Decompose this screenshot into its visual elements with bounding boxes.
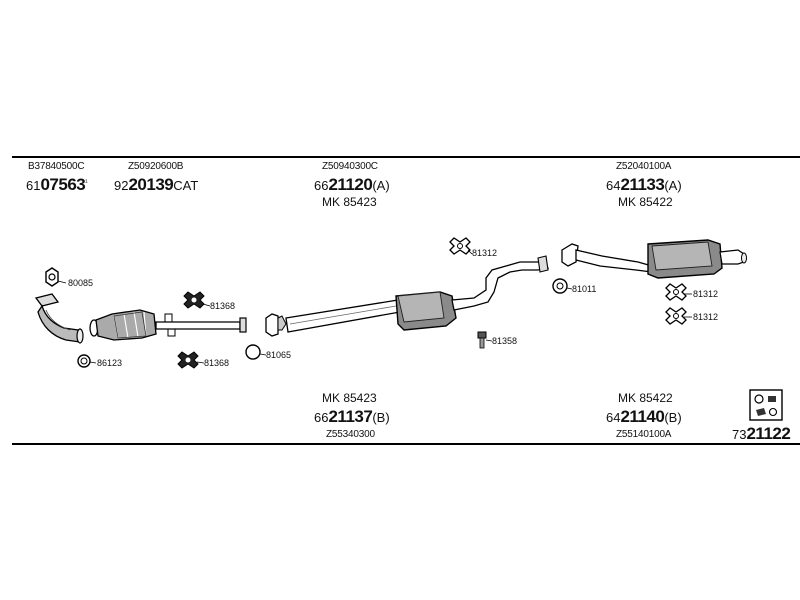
part-3-number: 6621120(A) [314, 176, 390, 193]
label-81011: 81011 [572, 284, 597, 294]
part-5-main-number: 21137 [328, 407, 373, 426]
part-7-main-number: 21122 [746, 424, 791, 443]
part-1-prefix: 61 [26, 178, 41, 193]
label-81358: 81358 [492, 336, 518, 346]
bolt-81358-icon[interactable] [477, 331, 487, 349]
part-4-prefix: 64 [606, 178, 621, 193]
part-5-number: 6621137(B) [314, 408, 390, 425]
part-4-mounting-kit: MK 85422 [618, 195, 673, 209]
label-81368-bottom: 81368 [204, 358, 230, 368]
part-4-suffix: (A) [664, 178, 682, 193]
part-2-main-number: 20139 [128, 175, 174, 194]
part-5-mounting-kit: MK 85423 [322, 391, 377, 405]
gasket-81011-icon[interactable] [552, 278, 568, 294]
gasket-81065-icon[interactable] [245, 344, 261, 360]
part-2-oem-number: Z50920600B [128, 161, 184, 172]
label-81312-rear-lower: 81312 [693, 312, 719, 322]
part-1-oem-number: B37840500C [28, 161, 85, 172]
part-2-prefix: 92 [114, 178, 129, 193]
label-81368-top: 81368 [210, 301, 236, 311]
rubber-hanger-81368-top-icon[interactable] [183, 291, 205, 309]
front-pipe-icon[interactable] [34, 293, 84, 344]
part-5-suffix: (B) [372, 410, 390, 425]
part-1-number: 6107563¹ [26, 176, 88, 193]
part-3-suffix: (A) [372, 178, 390, 193]
part-2-number: 9220139CAT [114, 176, 198, 193]
mounting-kit-box-icon[interactable] [749, 389, 783, 421]
part-2-suffix: CAT [173, 178, 199, 193]
part-6-number: 6421140(B) [606, 408, 682, 425]
part-3-prefix: 66 [314, 178, 329, 193]
part-6-prefix: 64 [606, 410, 621, 425]
rubber-hanger-81312-rear-upper-icon[interactable] [665, 283, 687, 301]
part-4-number: 6421133(A) [606, 176, 682, 193]
rubber-hanger-81312-rear-lower-icon[interactable] [665, 307, 687, 325]
catalytic-converter-icon[interactable] [89, 309, 247, 341]
part-1-main-number: 07563 [40, 175, 86, 194]
part-3-oem-number: Z50940300C [322, 161, 378, 172]
part-3-mounting-kit: MK 85423 [322, 195, 377, 209]
part-6-main-number: 21140 [620, 407, 665, 426]
part-5-oem-number: Z55340300 [326, 429, 375, 440]
part-4-main-number: 21133 [620, 175, 665, 194]
part-7-prefix: 73 [732, 427, 747, 442]
centre-silencer-icon[interactable] [265, 255, 550, 337]
part-3-main-number: 21120 [328, 175, 373, 194]
rear-silencer-icon[interactable] [561, 239, 747, 279]
gasket-86123-icon[interactable] [77, 354, 91, 368]
part-4-oem-number: Z52040100A [616, 161, 672, 172]
part-1-suffix: ¹ [85, 179, 88, 187]
part-6-oem-number: Z55140100A [616, 429, 672, 440]
label-81312-rear-upper: 81312 [693, 289, 719, 299]
label-81065: 81065 [266, 350, 292, 360]
label-80085: 80085 [68, 278, 94, 288]
part-7-number: 7321122 [732, 424, 791, 443]
part-6-mounting-kit: MK 85422 [618, 391, 673, 405]
label-86123: 86123 [97, 358, 123, 368]
gasket-80085-icon[interactable] [45, 267, 59, 287]
label-81312-centre: 81312 [472, 248, 498, 258]
part-5-prefix: 66 [314, 410, 329, 425]
rubber-hanger-81368-bottom-icon[interactable] [177, 351, 199, 369]
rubber-hanger-81312-centre-icon[interactable] [449, 237, 471, 255]
part-6-suffix: (B) [664, 410, 682, 425]
